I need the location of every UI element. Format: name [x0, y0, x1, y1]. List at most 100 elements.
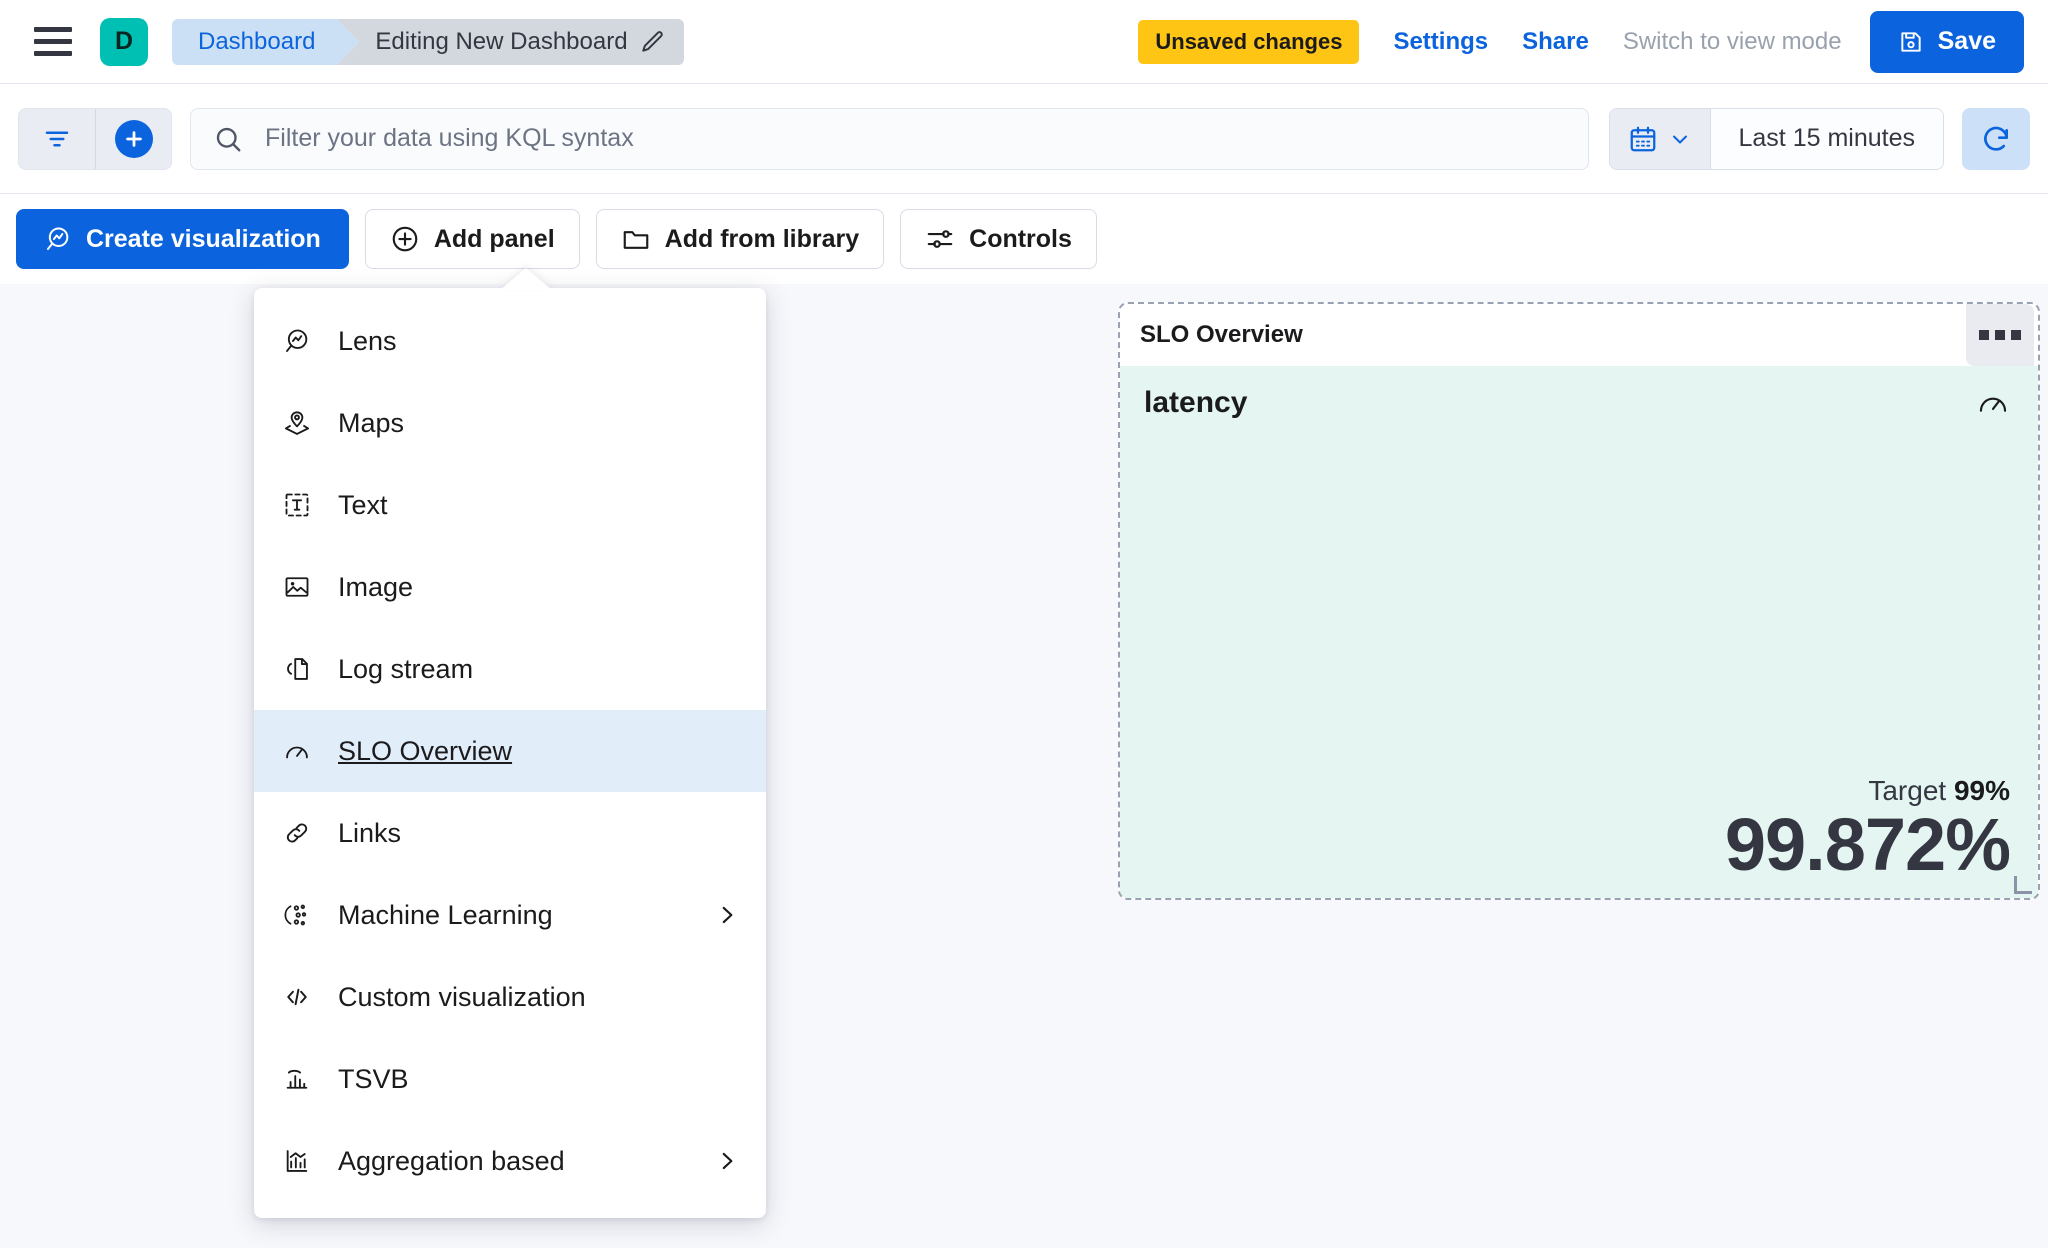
tsvb-icon [282, 1064, 312, 1094]
menu-item-label: Maps [338, 407, 405, 438]
chevron-right-icon [714, 1148, 740, 1174]
breadcrumb-item-editing[interactable]: Editing New Dashboard [337, 18, 684, 65]
breadcrumb-label: Dashboard [198, 27, 316, 55]
slo-overview-panel[interactable]: SLO Overview latency Target 99% 99.872% [1118, 302, 2040, 900]
hamburger-icon[interactable] [30, 19, 76, 65]
switch-to-view-mode-link[interactable]: Switch to view mode [1622, 27, 1842, 55]
add-from-library-button[interactable]: Add from library [595, 209, 885, 269]
image-icon [282, 572, 312, 602]
menu-dot [1979, 330, 1989, 340]
date-quick-select-button[interactable] [1609, 108, 1711, 169]
header-actions: Unsaved changes Settings Share Switch to… [1138, 10, 2048, 73]
chevron-down-icon [1668, 127, 1692, 151]
map-marker-layers-icon [282, 408, 312, 438]
calendar-icon [1628, 124, 1658, 154]
pencil-icon[interactable] [640, 29, 666, 55]
avatar[interactable]: D [100, 17, 148, 66]
panel-title: SLO Overview [1140, 321, 1303, 348]
status-badge-unsaved: Unsaved changes [1138, 19, 1360, 64]
controls-label: Controls [969, 224, 1072, 253]
menu-dot [1995, 330, 2005, 340]
gauge-icon [282, 736, 312, 766]
slo-panel-body: latency Target 99% 99.872% [1120, 366, 2038, 898]
slo-sli-value: 99.872% [1724, 803, 2011, 887]
menu-item-tsvb[interactable]: TSVB [254, 1038, 766, 1120]
menu-item-image[interactable]: Image [254, 546, 766, 628]
add-filter-button[interactable] [95, 108, 171, 169]
hamburger-bar [34, 51, 72, 56]
panel-resize-handle[interactable] [2014, 876, 2032, 894]
slo-body-bottom: Target 99% 99.872% [1144, 775, 2011, 887]
menu-item-lens[interactable]: Lens [254, 300, 766, 382]
controls-button[interactable]: Controls [900, 209, 1097, 269]
menu-item-label: Image [338, 571, 414, 602]
menu-item-machine-learning[interactable]: Machine Learning [254, 874, 766, 956]
menu-item-label: Aggregation based [338, 1145, 565, 1176]
save-disk-icon [1898, 29, 1924, 55]
panel-header: SLO Overview [1120, 304, 2038, 366]
menu-item-maps[interactable]: Maps [254, 382, 766, 464]
breadcrumb-label: Editing New Dashboard [375, 27, 628, 55]
log-stream-icon [282, 654, 312, 684]
gauge-icon [1976, 386, 2010, 420]
menu-item-label: TSVB [338, 1063, 409, 1094]
share-link[interactable]: Share [1522, 27, 1589, 55]
menu-item-slo-overview[interactable]: SLO Overview [254, 710, 766, 792]
menu-item-label: Links [338, 817, 402, 848]
lens-icon [44, 225, 72, 253]
menu-item-label: Log stream [338, 653, 474, 684]
save-button-label: Save [1937, 27, 1996, 55]
lens-icon [282, 326, 312, 356]
link-icon [282, 818, 312, 848]
hamburger-bar [34, 39, 72, 44]
plus-circle-icon [114, 119, 153, 158]
menu-item-label: Machine Learning [338, 899, 553, 930]
date-picker: Last 15 minutes [1608, 107, 1944, 170]
save-button[interactable]: Save [1869, 10, 2024, 73]
code-icon [282, 982, 312, 1012]
add-from-library-label: Add from library [664, 224, 860, 253]
machine-learning-icon [282, 900, 312, 930]
controls-icon [925, 224, 955, 254]
dashboard-edit-toolbar: Create visualization Add panel Add from … [0, 194, 2048, 284]
menu-item-text[interactable]: Text [254, 464, 766, 546]
popover-arrow [500, 268, 552, 290]
search-input[interactable]: Filter your data using KQL syntax [190, 107, 1589, 170]
menu-item-custom-visualization[interactable]: Custom visualization [254, 956, 766, 1038]
slo-target-value: 99% [1953, 775, 2010, 807]
panel-context-menu-icon[interactable] [1966, 304, 2034, 366]
menu-item-label: Text [338, 489, 388, 520]
menu-item-links[interactable]: Links [254, 792, 766, 874]
slo-target: Target 99% [1144, 775, 2010, 807]
app-header: D Dashboard Editing New Dashboard Unsave… [0, 0, 2048, 84]
add-panel-menu: Lens Maps Text Image [254, 288, 766, 1218]
filter-icon[interactable] [19, 109, 95, 169]
folder-icon [621, 224, 651, 254]
filter-button-group [18, 107, 172, 170]
refresh-button[interactable] [1962, 107, 2030, 170]
time-range-value[interactable]: Last 15 minutes [1710, 108, 1943, 169]
hamburger-bar [34, 27, 72, 32]
plus-circle-outline-icon [390, 224, 420, 254]
breadcrumb-item-dashboard[interactable]: Dashboard [172, 18, 360, 65]
slo-name: latency [1144, 386, 1248, 419]
add-panel-button[interactable]: Add panel [364, 209, 580, 269]
query-bar: Filter your data using KQL syntax Last 1… [0, 84, 2048, 194]
slo-target-label: Target [1868, 775, 1947, 807]
add-panel-label: Add panel [433, 224, 555, 253]
chevron-right-icon [714, 902, 740, 928]
menu-dot [2011, 330, 2021, 340]
settings-link[interactable]: Settings [1393, 27, 1489, 55]
search-placeholder: Filter your data using KQL syntax [265, 124, 634, 152]
create-visualization-button[interactable]: Create visualization [16, 209, 349, 269]
search-icon [213, 124, 243, 154]
menu-item-log-stream[interactable]: Log stream [254, 628, 766, 710]
aggregation-icon [282, 1146, 312, 1176]
create-visualization-label: Create visualization [86, 224, 321, 253]
menu-item-label: Custom visualization [338, 981, 586, 1012]
menu-item-aggregation-based[interactable]: Aggregation based [254, 1120, 766, 1202]
menu-item-label: Lens [338, 325, 397, 356]
text-box-icon [282, 490, 312, 520]
menu-item-label: SLO Overview [338, 735, 513, 766]
slo-body-top: latency [1144, 386, 2010, 420]
